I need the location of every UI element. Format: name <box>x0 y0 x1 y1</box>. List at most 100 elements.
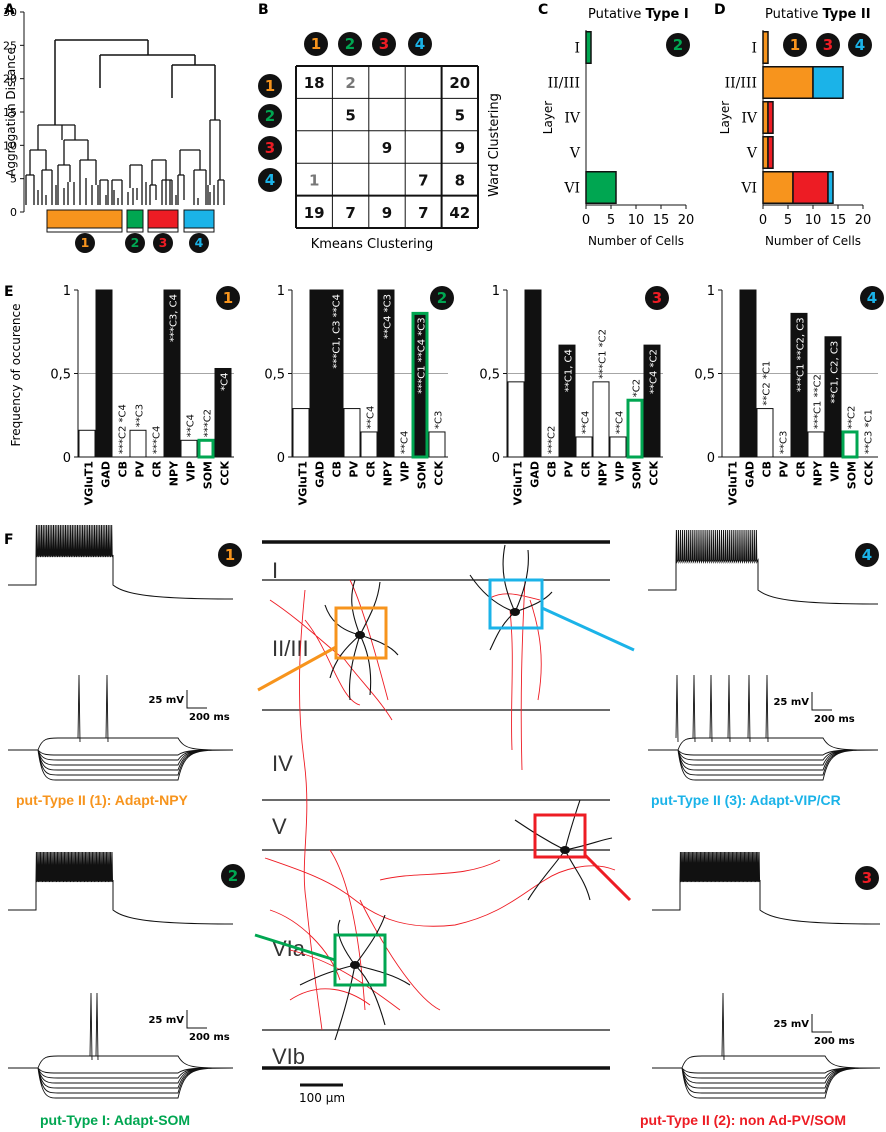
morph-scale-label: 100 µm <box>299 1091 345 1105</box>
marker-annotation: ***C2 *C4 <box>118 404 129 454</box>
matrix-row-badge-3: 3 <box>258 136 282 160</box>
trace-scale-ms: 200 ms <box>814 714 855 725</box>
dendrogram-ytick-label: 20 <box>3 73 17 86</box>
matrix-col-badge-1: 1 <box>304 32 328 56</box>
marker-bar <box>129 429 147 458</box>
marker-category-label: SOM <box>202 461 215 489</box>
trace-scale-ms: 200 ms <box>189 712 230 723</box>
layer-category-label: VI <box>740 181 757 197</box>
dendrogram-badge-4-circle <box>189 233 209 253</box>
marker-badge-number: 3 <box>652 289 662 307</box>
marker-bar <box>326 289 344 458</box>
layer-xtick-label: 10 <box>805 213 822 228</box>
marker-ytick-label: 0,5 <box>479 368 500 383</box>
panel-label-f: F <box>4 532 14 548</box>
marker-bar <box>163 289 181 458</box>
layer-xtick-label: 0 <box>582 213 590 228</box>
layer-series-badge: 2 <box>666 33 690 57</box>
marker-annotation: **C3 <box>135 404 146 427</box>
trace-scale-mv: 25 mV <box>773 697 809 708</box>
trace-firing <box>652 851 881 925</box>
marker-bar <box>428 431 446 458</box>
marker-bar <box>643 344 661 458</box>
marker-ytick-label: 1 <box>492 284 500 299</box>
matrix-cell: 7 <box>418 171 428 189</box>
marker-annotation: **C3 *C1 <box>864 409 875 454</box>
marker-ytick-label: 1 <box>277 284 285 299</box>
matrix-col-badge-2-circle <box>338 32 362 56</box>
trace-firing <box>648 529 879 605</box>
dendrogram-ylabel: Aggregation Distance <box>4 47 18 177</box>
cluster-bar-2 <box>126 209 144 229</box>
trace-badge-3-number: 3 <box>862 869 872 887</box>
marker-bar <box>592 381 610 458</box>
soma-box-1 <box>334 606 388 660</box>
trace-type-ii-2: 3 <box>652 851 881 1099</box>
layer-bar-3 <box>767 101 774 134</box>
layer-category-label: I <box>574 41 580 57</box>
layer-badge-circle <box>848 33 872 57</box>
marker-category-label: NPY <box>382 460 395 486</box>
layer-category-label: I <box>751 41 757 57</box>
marker-badge-number: 2 <box>437 289 447 307</box>
dendrogram-ytick-label: 0 <box>10 206 17 219</box>
layer-badge-number: 1 <box>790 36 800 54</box>
marker-cluster-badge: 2 <box>430 286 454 310</box>
layer-category-label: IV <box>741 111 758 127</box>
marker-bar <box>292 408 310 458</box>
layer-xlabel: Number of Cells <box>588 234 684 248</box>
marker-category-label: VGluT1 <box>727 461 740 505</box>
marker-bar <box>807 431 825 458</box>
marker-category-label: VGluT1 <box>512 461 525 505</box>
layer-ylabel: Layer <box>718 101 732 135</box>
panel-label-a: A <box>4 2 15 18</box>
marker-annotation: **C4 <box>186 414 197 437</box>
marker-bar <box>790 312 808 458</box>
chart-d-title: Putative Type II <box>765 7 871 22</box>
layer-category-label: II/III <box>548 76 580 92</box>
marker-annotation: **C2 *C1 <box>762 361 773 406</box>
layer-bar-1 <box>762 171 794 204</box>
matrix-cell: 20 <box>449 74 470 92</box>
marker-ytick-label: 0,5 <box>694 368 715 383</box>
layer-bar-2 <box>585 171 617 204</box>
matrix-col-badge-1-circle <box>304 32 328 56</box>
matrix-col-badge-3-number: 3 <box>379 35 389 53</box>
layer-label: IV <box>272 751 293 776</box>
matrix-cell: 1 <box>309 171 319 189</box>
marker-badge-circle <box>645 286 669 310</box>
matrix-row-badge-3-circle <box>258 136 282 160</box>
marker-category-label: CCK <box>863 461 876 486</box>
trace-badge-2-circle <box>221 864 245 888</box>
trace-badge-4-circle <box>855 543 879 567</box>
layer-label: I <box>272 558 278 583</box>
marker-som-highlight <box>626 398 644 459</box>
caption-type-ii-1: put-Type II (1): Adapt-NPY <box>16 792 188 808</box>
matrix-row-badge-4-circle <box>258 168 282 192</box>
marker-badge-number: 1 <box>223 289 233 307</box>
marker-annotation: *C2 <box>632 379 643 397</box>
matrix-cell: 7 <box>345 204 355 222</box>
layer-label: VIb <box>272 1044 305 1069</box>
matrix-row-badge-2: 2 <box>258 104 282 128</box>
matrix-cell: 7 <box>418 204 428 222</box>
cluster-bar-brackets <box>46 228 215 233</box>
trace-badge-4: 4 <box>855 543 879 567</box>
layer-category-label: IV <box>564 111 581 127</box>
marker-cluster-badge: 4 <box>860 286 884 310</box>
marker-bar <box>575 436 593 458</box>
soma-2 <box>350 961 360 969</box>
marker-category-label: GAD <box>100 461 113 488</box>
marker-category-label: GAD <box>529 461 542 488</box>
trace-firing <box>8 851 234 925</box>
marker-annotation: ***C1, C3 **C4 <box>332 294 343 369</box>
